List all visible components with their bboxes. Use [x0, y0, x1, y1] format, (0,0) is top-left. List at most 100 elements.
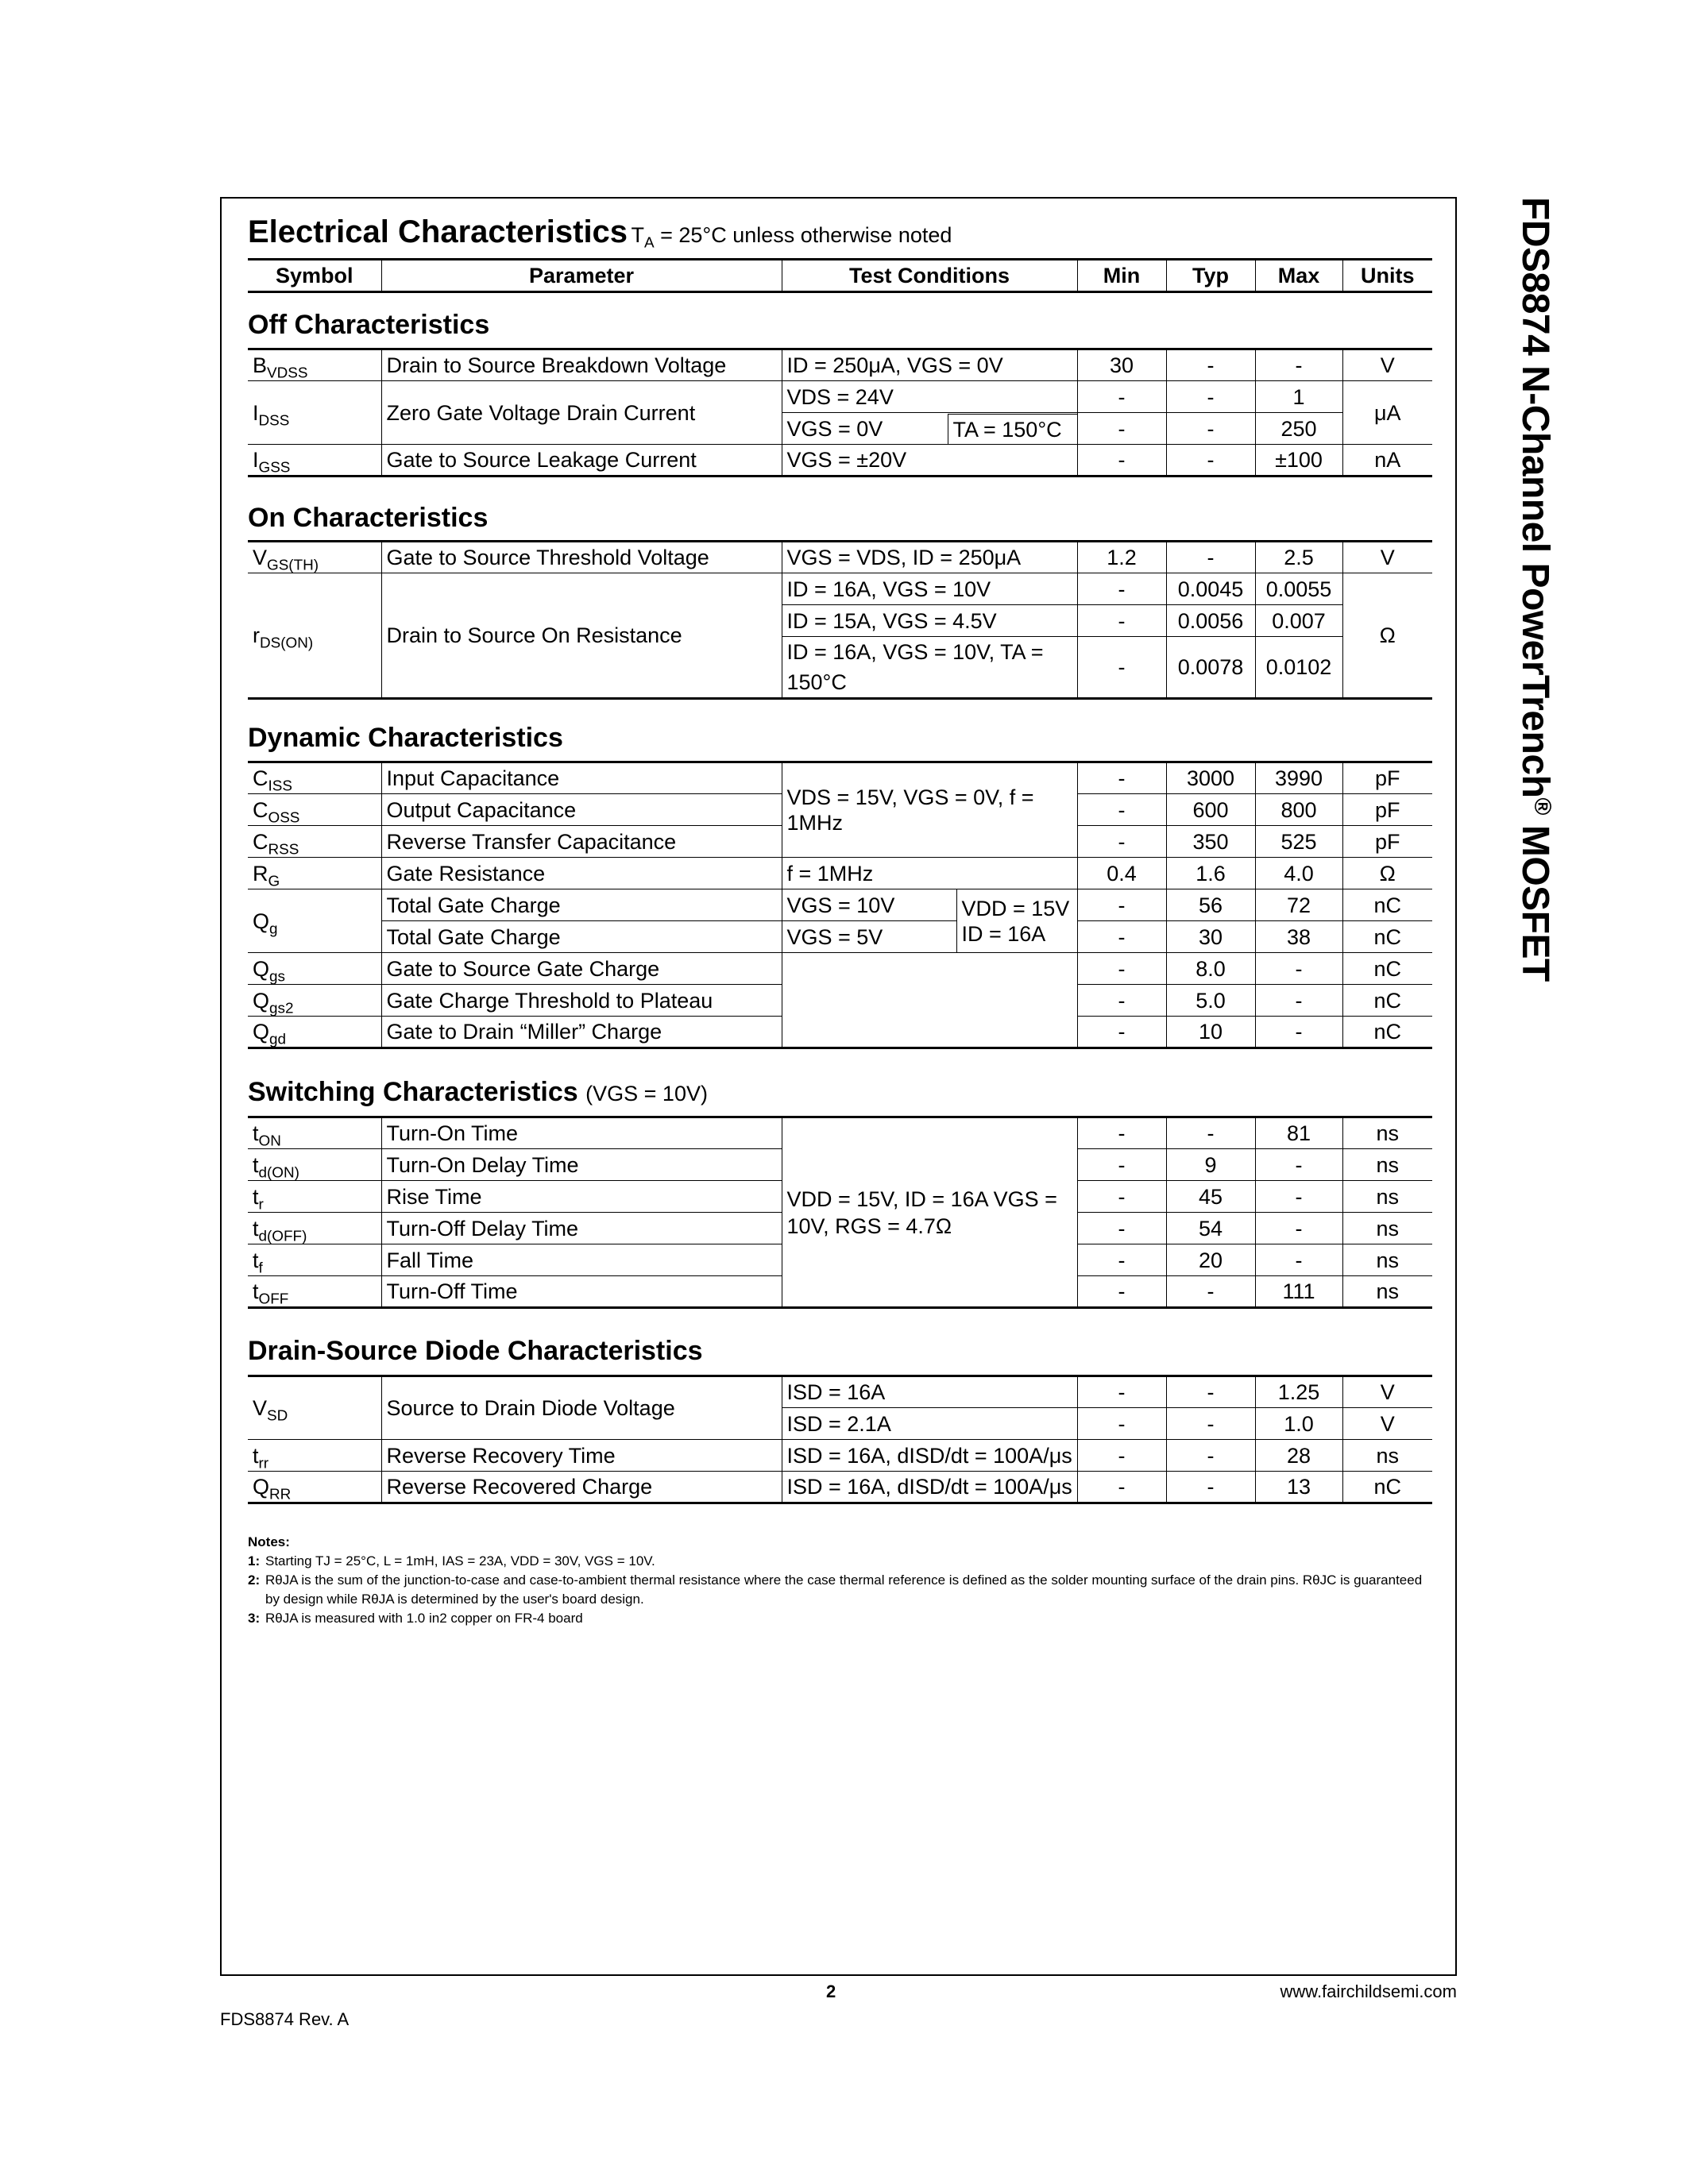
min-cell: - [1076, 1407, 1167, 1440]
max-cell: 2.5 [1254, 540, 1343, 573]
condition-cell: VDS = 24V [781, 380, 1078, 413]
typ-cell: 5.0 [1165, 984, 1256, 1017]
min-cell: 1.2 [1076, 540, 1167, 573]
units-cell: pF [1342, 761, 1432, 794]
condition-cell: VGS = 10V [781, 889, 957, 921]
typ-cell: 0.0056 [1165, 604, 1256, 637]
max-cell: 250 [1254, 412, 1342, 445]
symbol-cell: Qgd [248, 1016, 382, 1049]
switching-title-text: Switching Characteristics [248, 1077, 578, 1107]
units-cell: nC [1342, 952, 1432, 985]
note-item: 2:RθJA is the sum of the junction-to-cas… [248, 1571, 1432, 1609]
symbol-cell: tr [248, 1180, 382, 1213]
symbol-cell: td(ON) [248, 1148, 382, 1181]
max-cell: 0.007 [1254, 604, 1342, 637]
min-cell: - [1076, 444, 1167, 477]
page-frame [220, 197, 1457, 1976]
side-title-text: FDS8874 N-Channel PowerTrench [1514, 197, 1556, 798]
condition-cell: ID = 250μA, VGS = 0V [781, 348, 1078, 381]
parameter-cell: Turn-Off Time [380, 1275, 782, 1309]
off-table: BVDSS Drain to Source Breakdown Voltage … [248, 348, 1432, 477]
condition-sub: TA = 150°C [947, 413, 1076, 444]
table-row: QRR Reverse Recovered Charge ISD = 16A, … [248, 1471, 1432, 1504]
parameter-cell: Zero Gate Voltage Drain Current [380, 380, 782, 445]
table-row: ID = 16A, VGS = 10V, TA = 150°C - 0.0078… [248, 636, 1432, 700]
units-cell: pF [1342, 793, 1432, 826]
page-number: 2 [826, 1981, 836, 2001]
max-cell: - [1254, 348, 1343, 381]
typ-cell: 9 [1165, 1148, 1256, 1181]
table-row: Qgs2 Gate Charge Threshold to Plateau - … [248, 984, 1432, 1017]
max-cell: 72 [1254, 889, 1343, 921]
symbol-cell: trr [248, 1439, 382, 1472]
typ-cell: - [1165, 348, 1256, 381]
min-cell: - [1076, 920, 1167, 953]
condition-cell: VGS = 5V [781, 920, 957, 953]
max-cell: - [1254, 1016, 1343, 1049]
max-cell: 1 [1254, 380, 1343, 413]
symbol-cell: tf [248, 1244, 382, 1276]
typ-cell: - [1165, 444, 1256, 477]
diode-table: VSD Source to Drain Diode Voltage ISD = … [248, 1375, 1432, 1504]
col-typ: Typ [1165, 258, 1256, 293]
typ-cell: 30 [1165, 920, 1256, 953]
max-cell: ±100 [1254, 444, 1343, 477]
units-cell: ns [1342, 1244, 1432, 1276]
units-cell: Ω [1342, 857, 1432, 889]
symbol-cell: COSS [248, 793, 382, 826]
min-cell: - [1076, 1275, 1167, 1309]
table-row: td(ON) Turn-On Delay Time - 9 - ns [248, 1148, 1432, 1181]
min-cell: - [1076, 1212, 1167, 1244]
parameter-cell: Gate to Source Threshold Voltage [380, 540, 782, 573]
table-row: tf Fall Time - 20 - ns [248, 1244, 1432, 1276]
table-row: COSS Output Capacitance - 600 800 pF [248, 793, 1432, 826]
symbol-cell: tOFF [248, 1275, 382, 1309]
max-cell: 4.0 [1254, 857, 1343, 889]
units-cell: nC [1342, 920, 1432, 953]
typ-cell: - [1165, 380, 1256, 413]
units-cell: Ω [1342, 573, 1432, 700]
symbol-cell: VSD [248, 1375, 382, 1440]
symbol-cell: Qgs [248, 952, 382, 985]
units-cell: pF [1342, 825, 1432, 858]
parameter-cell: Reverse Recovered Charge [380, 1471, 782, 1504]
parameter-cell: Gate to Drain “Miller” Charge [380, 1016, 782, 1049]
max-cell: 1.0 [1254, 1407, 1343, 1440]
parameter-cell: Drain to Source Breakdown Voltage [380, 348, 782, 381]
condition-cell: ISD = 16A [781, 1375, 1078, 1408]
table-row: VGS = 0V TA = 150°C - - 250 [248, 412, 1432, 445]
col-parameter: Parameter [380, 258, 782, 293]
max-cell: 28 [1254, 1439, 1343, 1472]
max-cell: 13 [1254, 1471, 1343, 1504]
typ-cell: - [1165, 412, 1256, 445]
units-cell: V [1342, 348, 1432, 381]
table-row: IGSS Gate to Source Leakage Current VGS … [248, 444, 1432, 477]
typ-cell: 3000 [1165, 761, 1256, 794]
parameter-cell: Turn-Off Delay Time [380, 1212, 782, 1244]
table-row: Total Gate Charge VGS = 5V - 30 38 nC [248, 920, 1432, 953]
registered-mark: ® [1529, 797, 1555, 815]
typ-cell: - [1165, 1275, 1256, 1309]
column-header-table: Symbol Parameter Test Conditions Min Typ… [248, 258, 1432, 293]
table-row: trr Reverse Recovery Time ISD = 16A, dIS… [248, 1439, 1432, 1472]
section-off-title: Off Characteristics [248, 310, 490, 340]
condition-cell: ID = 16A, VGS = 10V, TA = 150°C [782, 636, 1078, 700]
table-row: tOFF Turn-Off Time - - 111 ns [248, 1275, 1432, 1309]
max-cell: 0.0055 [1254, 573, 1343, 605]
parameter-cell: Reverse Recovery Time [380, 1439, 782, 1472]
min-cell: - [1076, 380, 1167, 413]
typ-cell: - [1165, 1375, 1256, 1408]
units-cell: μA [1342, 380, 1432, 445]
page-heading: Electrical Characteristics TA = 25°C unl… [248, 214, 952, 251]
table-row: Qgd Gate to Drain “Miller” Charge - 10 -… [248, 1016, 1432, 1049]
side-title: FDS8874 N-Channel PowerTrench® MOSFET [1492, 197, 1556, 1071]
typ-cell: - [1165, 540, 1256, 573]
max-cell: - [1254, 984, 1343, 1017]
side-title-suffix: MOSFET [1514, 815, 1556, 982]
condition-cell: f = 1MHz [781, 857, 1078, 889]
symbol-cell: VGS(TH) [248, 540, 382, 573]
col-min: Min [1076, 258, 1167, 293]
symbol-cell: BVDSS [248, 348, 382, 381]
typ-cell: - [1165, 1116, 1256, 1149]
units-cell: ns [1342, 1116, 1432, 1149]
